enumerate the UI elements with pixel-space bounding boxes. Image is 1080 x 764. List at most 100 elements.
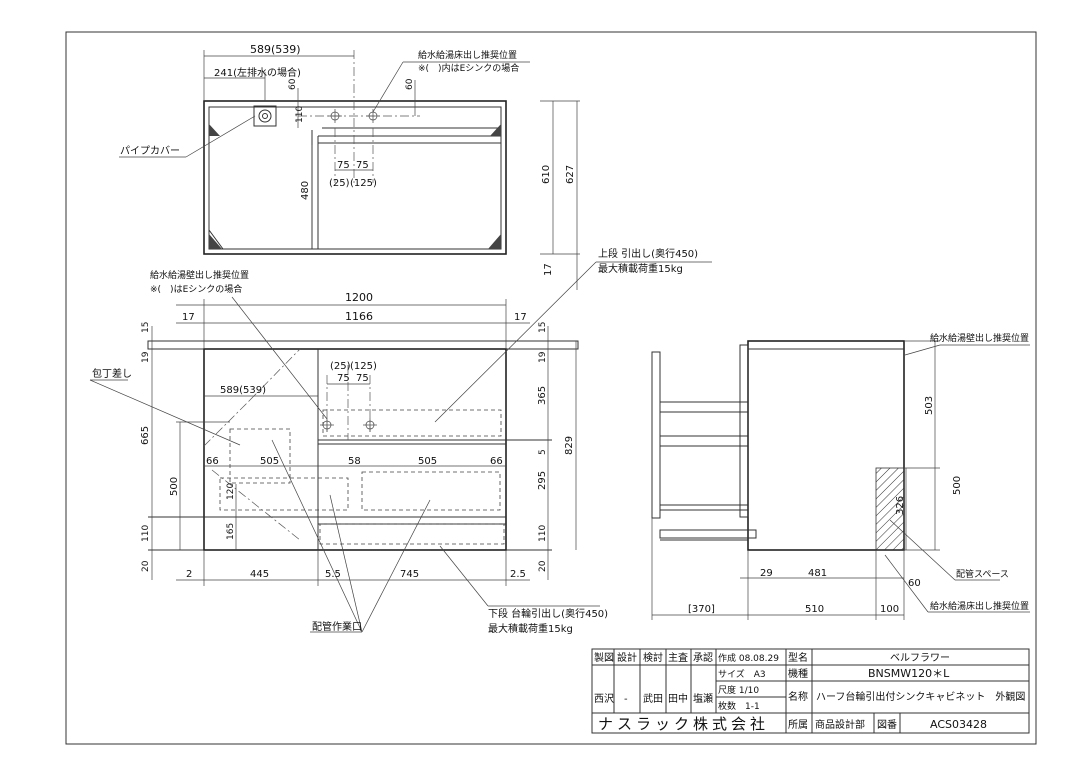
dim-510: 510 [805,604,824,615]
tb-name-kento: 武田 [643,692,663,705]
dim-1200: 1200 [345,291,373,304]
tb-scale: 尺度 1/10 [718,684,759,696]
dim-610: 610 [541,165,552,184]
dim-25-top: (25) [329,178,350,189]
note-floor-sub: ※( )内はEシンクの場合 [418,62,519,74]
dim-58: 58 [348,456,361,467]
upper-drawer-label: 上段 引出し(奥行450) [598,247,698,260]
dim-17-left: 17 [182,312,195,323]
dim-295: 295 [537,471,548,490]
dim-589-top: 589(539) [250,43,301,56]
tb-date: 作成 08.08.29 [718,652,779,664]
dim-17-top: 17 [543,263,554,276]
label-pipe-cover: パイプカバー [120,145,180,157]
dim-100: 100 [880,604,899,615]
tb-name-sekkei: - [624,694,628,705]
label-knife-holder: 包丁差し [92,367,132,380]
top-view: 589(539) 241(左排水の場合) 60 60 110 480 75 75… [119,43,580,290]
dim-75-b: 75 [356,160,369,171]
front-view-outline [203,348,507,551]
dim-60-b: 60 [405,78,415,90]
tb-val-zuban: ACS03428 [930,718,987,731]
label-piping-space: 配管スペース [956,568,1009,580]
tb-key-meisho: 名称 [788,690,808,703]
upper-drawer-load: 最大積載荷重15kg [598,262,683,275]
dim-110-left: 110 [141,525,151,542]
label-work-port: 配管作業口 [312,620,362,633]
tb-sheets: 枚数 1-1 [718,700,760,712]
tb-key-shozoku: 所属 [788,719,808,731]
note-floor-title: 給水給湯床出し推奨位置 [418,49,517,61]
dim-25-front: (25) [330,361,351,372]
dim-2-5: 2.5 [510,569,526,580]
dim-505-b: 505 [418,456,437,467]
dim-829: 829 [564,436,575,455]
tb-name-seizu: 西沢 [594,692,614,705]
dim-480: 480 [300,181,311,200]
tb-header-sekkei: 設計 [617,651,637,664]
tb-val-katamei: ベルフラワー [890,652,950,664]
front-view: 給水給湯壁出し推奨位置 ※( )はEシンクの場合 上段 引出し(奥行450) 最… [89,247,712,635]
tb-size: サイズ A3 [718,668,766,680]
dim-505-a: 505 [260,456,279,467]
note-wall-sub: ※( )はEシンクの場合 [150,283,242,295]
dim-745: 745 [400,569,419,580]
dim-66-right: 66 [490,456,503,467]
tb-key-kishu: 機種 [788,667,808,680]
tb-header-seizu: 製図 [594,651,614,664]
dim-19-right: 19 [538,351,548,363]
tb-header-kento: 検討 [643,651,663,664]
dim-75-front-a: 75 [337,373,350,384]
dim-125-front: (125) [350,361,377,372]
tb-company: ナスラック株式会社 [598,715,769,733]
lower-drawer-label: 下段 台輪引出し(奥行450) [488,607,608,620]
dim-241: 241(左排水の場合) [214,66,301,79]
dim-589-front: 589(539) [220,385,266,396]
dim-165: 165 [226,523,236,540]
dim-60-side: 60 [908,578,921,589]
tb-name-shonin: 塩瀬 [693,692,713,705]
dim-75-front-b: 75 [356,373,369,384]
tb-name-shusa: 田中 [668,692,688,705]
note-side-floor: 給水給湯床出し推奨位置 [930,600,1029,612]
dim-110-top: 110 [295,106,305,123]
dim-5-5: 5.5 [325,569,341,580]
dim-66-left: 66 [206,456,219,467]
dim-110-right: 110 [538,525,548,542]
dim-1166: 1166 [345,310,373,323]
dim-125-top: (125) [350,178,377,189]
dim-365: 365 [537,386,548,405]
tb-key-katamei: 型名 [788,651,808,664]
dim-20-right: 20 [538,560,548,572]
piping-space-hatch [875,467,905,551]
dim-15-left: 15 [141,322,151,333]
top-view-outline [203,100,507,255]
dim-29: 29 [760,568,773,579]
note-wall-title: 給水給湯壁出し推奨位置 [150,269,249,281]
dim-500-front: 500 [169,477,180,496]
tb-header-shonin: 承認 [693,651,713,664]
dim-370: [370] [688,604,715,615]
tb-header-shusa: 主査 [668,651,688,664]
dim-20-left: 20 [141,560,151,572]
tb-val-meisho: ハーフ台輪引出付シンクキャビネット 外観図 [816,690,1025,703]
dim-75-a: 75 [337,160,350,171]
pipe-cover-shape [253,105,277,127]
title-block: 製図 設計 検討 主査 承認 作成 08.08.29 サイズ A3 尺度 1/1… [591,648,1030,734]
dim-326: 326 [895,496,906,515]
tb-val-shozoku: 商品設計部 [815,718,865,731]
dim-2: 2 [186,569,192,580]
dim-481: 481 [808,568,827,579]
dim-19-left: 19 [141,351,151,363]
dim-503: 503 [924,396,935,415]
note-side-wall: 給水給湯壁出し推奨位置 [930,332,1029,344]
dim-445: 445 [250,569,269,580]
dim-500-side: 500 [952,476,963,495]
dim-627: 627 [565,165,576,184]
tb-key-zuban: 図番 [877,719,897,731]
side-view: 給水給湯壁出し推奨位置 給水給湯床出し推奨位置 配管スペース 503 500 3… [651,332,1030,620]
dim-15-right: 15 [538,322,548,333]
dim-17-right: 17 [514,312,527,323]
dim-665: 665 [140,426,151,445]
